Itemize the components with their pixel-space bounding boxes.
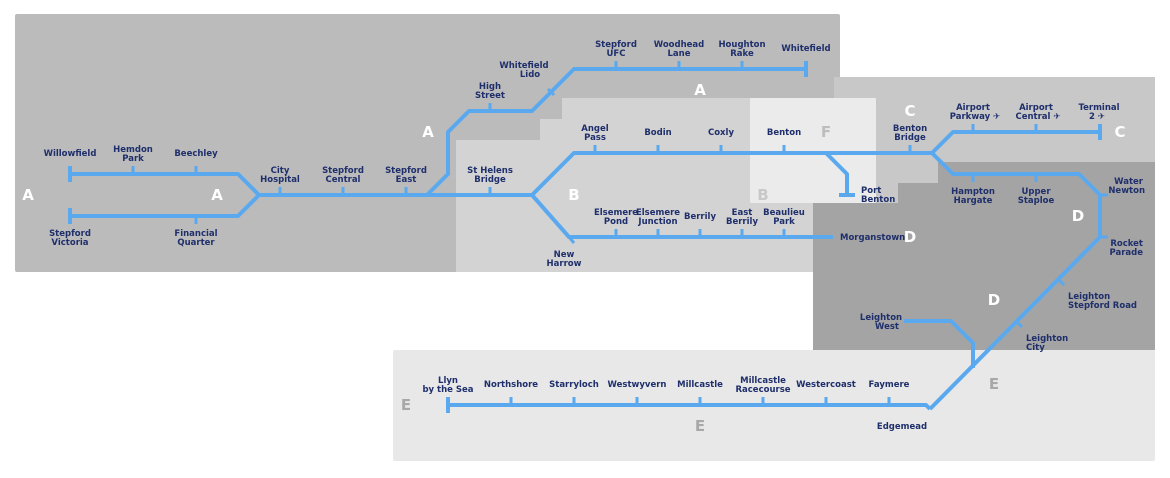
tick-leighton-city [1014, 319, 1024, 329]
zone-label-a: A [694, 81, 706, 99]
zone-label-e: E [989, 375, 999, 393]
station-coxly[interactable]: Coxly [708, 128, 734, 138]
tick-whitefield-lido [546, 87, 556, 97]
line-willowfield-branch [70, 172, 261, 197]
station-faymere[interactable]: Faymere [869, 380, 910, 390]
line-stepford-victoria-branch [70, 193, 261, 218]
zone-label-e: E [695, 417, 705, 435]
station-beechley[interactable]: Beechley [174, 149, 218, 159]
line-bottom [448, 403, 932, 411]
station-benton[interactable]: Benton [767, 128, 801, 138]
zone-label-b: B [568, 186, 579, 204]
line-eastern-loop [928, 151, 1102, 411]
zone-label-e: E [401, 396, 411, 414]
tick-new-harrow [567, 236, 576, 244]
zone-label-b: B [757, 186, 768, 204]
station-whitefield[interactable]: Whitefield [781, 44, 830, 54]
station-edgemead[interactable]: Edgemead [877, 422, 927, 432]
station-westercoast[interactable]: Westercoast [796, 380, 856, 390]
station-millcastle[interactable]: Millcastle [677, 380, 723, 390]
zone-c-area [834, 77, 1155, 203]
zone-label-d: D [988, 291, 1000, 309]
station-bodin[interactable]: Bodin [644, 128, 671, 138]
line-port-benton-spur [824, 151, 849, 195]
line-leighton-west-spur [904, 319, 975, 368]
station-westwyvern[interactable]: Westwyvern [608, 380, 667, 390]
zone-b-area [456, 98, 840, 272]
zone-d-area [813, 162, 1155, 350]
line-whitefield-branch [425, 67, 806, 197]
zone-letters: A A A A B B C C F D D D E E E [22, 81, 1125, 435]
zone-label-f: F [821, 123, 831, 141]
station-morganstown[interactable]: Morganstown [840, 233, 905, 243]
station-marks [68, 61, 1108, 413]
station-berrily[interactable]: Berrily [684, 212, 716, 222]
station-willowfield[interactable]: Willowfield [44, 149, 97, 159]
zone-label-c: C [904, 102, 915, 120]
zone-label-a: A [22, 186, 34, 204]
tick-leighton-stepford-road [1056, 277, 1066, 287]
zone-label-d: D [904, 228, 916, 246]
zone-backgrounds [15, 14, 1155, 461]
zone-f-area [750, 98, 876, 203]
zone-label-d: D [1072, 207, 1084, 225]
station-starryloch[interactable]: Starryloch [549, 380, 599, 390]
zone-label-a: A [422, 123, 434, 141]
zone-label-a: A [211, 186, 223, 204]
zone-label-c: C [1114, 123, 1125, 141]
station-northshore[interactable]: Northshore [484, 380, 538, 390]
